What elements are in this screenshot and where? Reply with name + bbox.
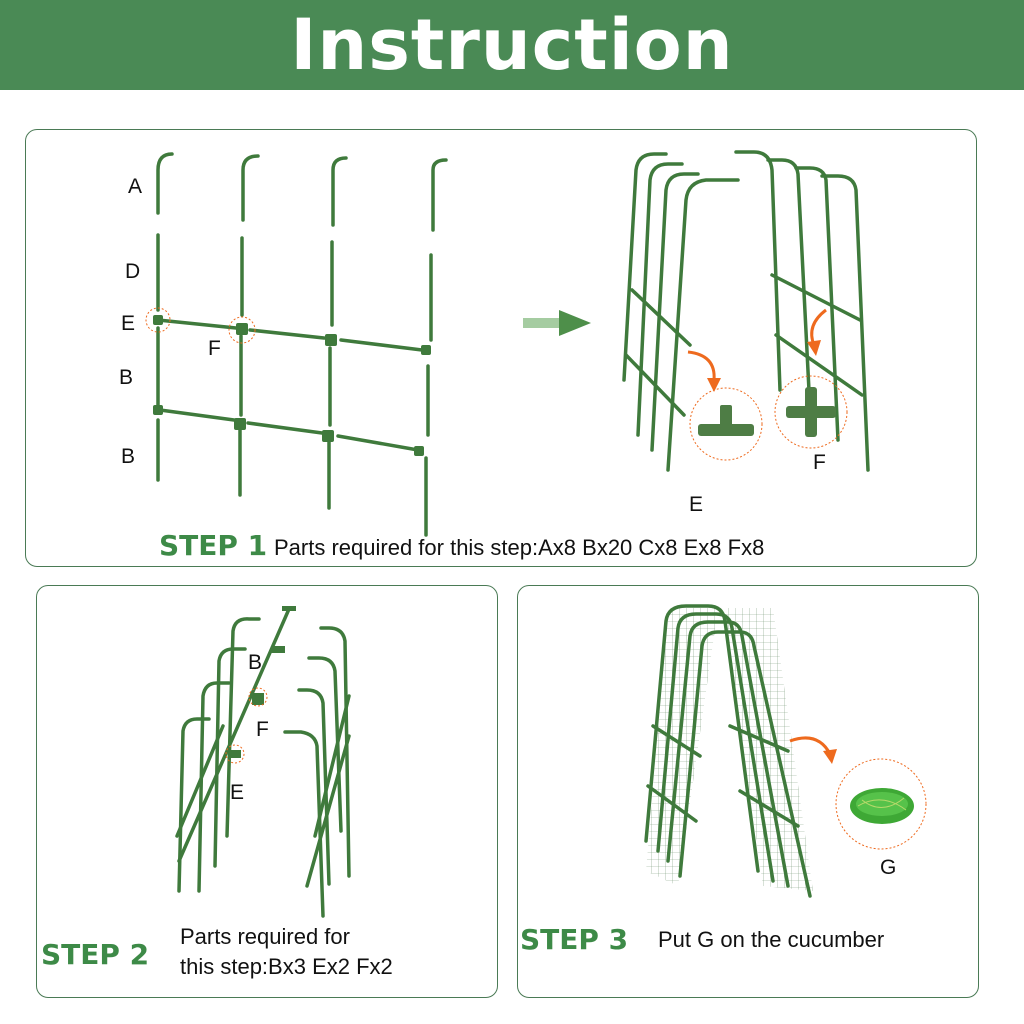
label-b-2: B — [121, 445, 136, 468]
label-e: E — [121, 312, 136, 335]
step3-desc: Put G on the cucumber — [658, 927, 885, 952]
step2-parts-line1: Parts required for — [180, 924, 350, 949]
label-a: A — [128, 175, 143, 198]
header-banner: Instruction — [0, 0, 1024, 90]
label-f-right: F — [813, 451, 826, 474]
page-title: Instruction — [290, 4, 734, 86]
label-f: F — [256, 718, 269, 741]
step1-panel: A D E F B B E F STEP 1 Parts required fo… — [25, 129, 977, 567]
label-e: E — [230, 781, 245, 804]
step1-illustration — [145, 150, 870, 537]
step1-parts: Parts required for this step:Ax8 Bx20 Cx… — [274, 535, 765, 560]
step3-panel: G STEP 3 Put G on the cucumber — [517, 585, 979, 998]
step2-title: STEP 2 — [41, 938, 150, 971]
step1-title: STEP 1 — [159, 529, 268, 562]
step3-illustration — [644, 604, 927, 898]
step2-illustration — [175, 606, 351, 918]
label-g: G — [880, 856, 897, 879]
label-f: F — [208, 337, 221, 360]
label-d: D — [125, 260, 141, 283]
label-b-1: B — [119, 366, 134, 389]
step2-panel: B F E STEP 2 Parts required for this ste… — [36, 585, 498, 998]
step2-parts-line2: this step:Bx3 Ex2 Fx2 — [180, 954, 393, 979]
label-b: B — [248, 651, 263, 674]
label-e-right: E — [689, 493, 704, 516]
step3-title: STEP 3 — [520, 923, 629, 956]
